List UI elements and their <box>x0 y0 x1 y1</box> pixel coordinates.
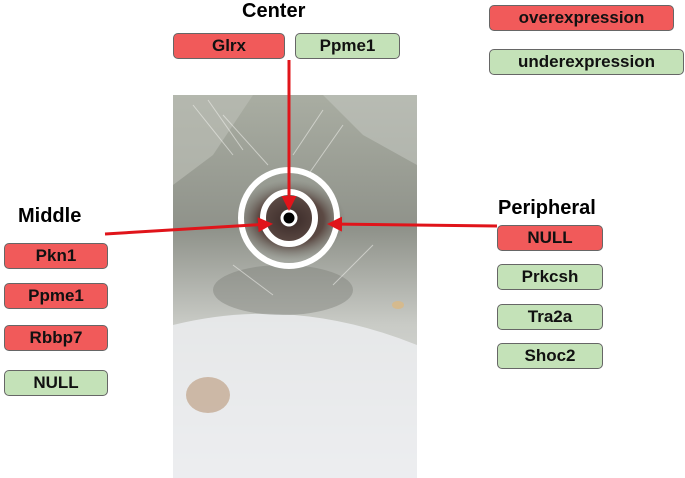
middle-gene-rbbp7: Rbbp7 <box>4 325 108 351</box>
middle-gene-null: NULL <box>4 370 108 396</box>
peripheral-heading: Peripheral <box>498 197 596 220</box>
middle-gene-pkn1: Pkn1 <box>4 243 108 269</box>
center-gene-glrx: Glrx <box>173 33 285 59</box>
middle-heading: Middle <box>18 205 81 228</box>
legend-underexpression: underexpression <box>489 49 684 75</box>
peripheral-gene-tra2a: Tra2a <box>497 304 603 330</box>
middle-gene-ppme1: Ppme1 <box>4 283 108 309</box>
peripheral-gene-shoc2: Shoc2 <box>497 343 603 369</box>
center-gene-ppme1: Ppme1 <box>295 33 400 59</box>
peripheral-gene-null: NULL <box>497 225 603 251</box>
legend-overexpression: overexpression <box>489 5 674 31</box>
center-heading: Center <box>242 0 305 23</box>
peripheral-gene-prkcsh: Prkcsh <box>497 264 603 290</box>
skin-photo <box>173 95 417 478</box>
